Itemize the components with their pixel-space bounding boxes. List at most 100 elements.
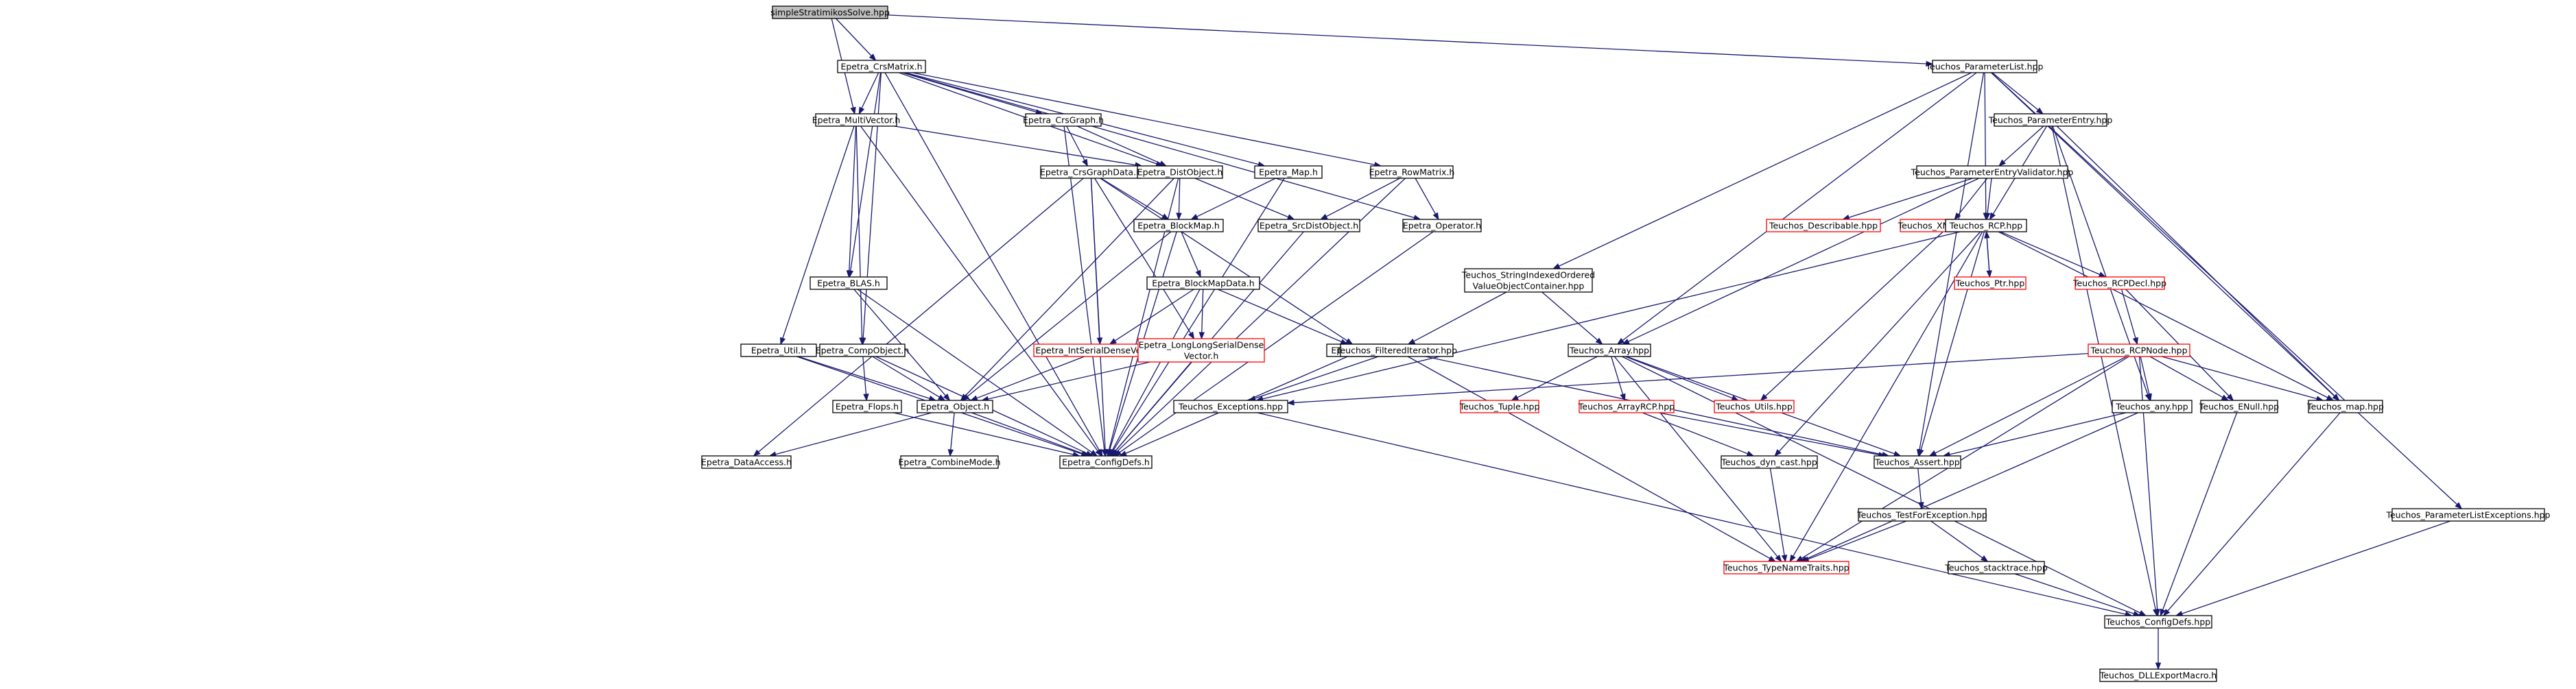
node-box: [1025, 113, 1102, 127]
arrowhead: [1768, 555, 1777, 562]
node-tmap[interactable]: Teuchos_map.hpp: [2306, 400, 2384, 413]
edge-tmap-to-configdefs_t: [2162, 412, 2341, 617]
node-crsmatrix[interactable]: Epetra_CrsMatrix.h: [837, 60, 926, 73]
edge-line: [1111, 289, 1201, 451]
arrowhead: [2226, 394, 2234, 401]
edge-line: [1949, 412, 2127, 455]
node-any[interactable]: Teuchos_any.hpp: [2112, 400, 2193, 413]
node-operator[interactable]: Epetra_Operator.h: [1402, 219, 1482, 232]
node-dllexport[interactable]: Teuchos_DLLExportMacro.h: [2099, 668, 2217, 682]
node-label: Teuchos_ParameterList.hpp: [1926, 62, 2044, 72]
edge-paramlist-to-stringindexed: [1552, 72, 1972, 269]
node-label: Epetra_CrsGraph.h: [1023, 115, 1104, 125]
arrowhead: [1984, 230, 1990, 239]
node-arrayrcp[interactable]: Teuchos_ArrayRCP.hpp: [1578, 400, 1675, 413]
edge-line: [1658, 412, 1880, 455]
edge-distobject-to-blockmap: [1176, 178, 1182, 221]
edge-blas-to-configdefs_e: [857, 289, 1098, 457]
arrowhead: [1918, 448, 1924, 457]
node-typenametraits[interactable]: Teuchos_TypeNameTraits.hpp: [1723, 561, 1850, 575]
node-stacktrace[interactable]: Teuchos_stacktrace.hpp: [1944, 561, 2048, 575]
node-array[interactable]: Teuchos_Array.hpp: [1568, 343, 1651, 357]
node-box: [1137, 338, 1265, 363]
node-crsgraphdata[interactable]: Epetra_CrsGraphData.h: [1040, 165, 1142, 179]
node-box: [2391, 508, 2545, 522]
edge-rcp-to-exceptions: [1255, 231, 1961, 402]
node-label: simpleStratimikosSolve.hpp: [770, 8, 890, 18]
arrowhead: [1089, 450, 1098, 457]
edge-line: [1642, 412, 1748, 455]
node-compobject[interactable]: Epetra_CompObject.h: [816, 343, 910, 357]
node-plexceptions[interactable]: Teuchos_ParameterListExceptions.hpp: [2385, 508, 2551, 522]
node-rcpdecl[interactable]: Teuchos_RCPDecl.hpp: [2072, 276, 2166, 290]
node-combinemode[interactable]: Epetra_CombineMode.h: [899, 455, 1001, 469]
node-label: Epetra_BlockMapData.h: [1152, 278, 1254, 289]
node-label: Teuchos_ParameterListExceptions.hpp: [2385, 510, 2550, 520]
node-rcpnode[interactable]: Teuchos_RCPNode.hpp: [2088, 343, 2190, 357]
node-label: Epetra_CombineMode.h: [899, 457, 1001, 468]
edge-stacktrace-to-configdefs_t: [2014, 573, 2141, 617]
node-map[interactable]: Epetra_Map.h: [1254, 165, 1323, 179]
node-flops[interactable]: Epetra_Flops.h: [832, 400, 902, 413]
node-distobject[interactable]: Epetra_DistObject.h: [1137, 165, 1223, 179]
node-box: [1916, 165, 2068, 179]
node-utils[interactable]: Teuchos_Utils.hpp: [1714, 400, 1795, 413]
node-rcp[interactable]: Teuchos_RCP.hpp: [1945, 219, 2027, 232]
node-paramlist[interactable]: Teuchos_ParameterList.hpp: [1926, 60, 2044, 73]
arrowhead: [2155, 662, 2162, 670]
edge-line: [893, 412, 1074, 455]
edge-line: [853, 289, 946, 396]
node-object[interactable]: Epetra_Object.h: [917, 400, 993, 413]
node-label: Teuchos_Describable.hpp: [1769, 221, 1878, 231]
node-stringindexed[interactable]: Teuchos_StringIndexedOrderedValueObjectC…: [1461, 268, 1595, 293]
edge-blockmapdata-to-intserial: [1109, 289, 1194, 345]
node-testforexc[interactable]: Teuchos_TestForException.hpp: [1856, 508, 1987, 522]
node-ptr[interactable]: Teuchos_Ptr.hpp: [1954, 276, 2026, 290]
node-describable[interactable]: Teuchos_Describable.hpp: [1766, 219, 1881, 232]
node-blas[interactable]: Epetra_BLAS.h: [810, 276, 888, 290]
edge-blockmap-to-blockmapdata: [1181, 231, 1201, 278]
node-box: [2075, 276, 2165, 290]
node-box: [1340, 343, 1454, 357]
node-label: Teuchos_ConfigDefs.hpp: [2105, 617, 2210, 627]
edge-line: [1621, 356, 2141, 614]
node-root[interactable]: simpleStratimikosSolve.hpp: [770, 5, 890, 19]
node-tuple[interactable]: Teuchos_Tuple.hpp: [1459, 400, 1540, 413]
node-label: Epetra_MultiVector.h: [812, 115, 901, 125]
node-srcdistobject[interactable]: Epetra_SrcDistObject.h: [1257, 219, 1360, 232]
node-dyncast[interactable]: Teuchos_dyn_cast.hpp: [1721, 455, 1818, 469]
node-assert[interactable]: Teuchos_Assert.hpp: [1874, 455, 1961, 469]
node-configdefs_t[interactable]: Teuchos_ConfigDefs.hpp: [2104, 615, 2212, 629]
edge-root-to-crsmatrix: [836, 18, 877, 61]
arrowhead: [1407, 338, 1416, 345]
arrowhead: [2138, 610, 2147, 616]
arrowhead: [1159, 160, 1168, 167]
node-rowmatrix[interactable]: Epetra_RowMatrix.h: [1369, 165, 1455, 179]
node-box: [815, 113, 897, 127]
edge-longlong-to-object: [981, 361, 1150, 402]
node-crsgraph[interactable]: Epetra_CrsGraph.h: [1023, 113, 1104, 127]
edge-multivector-to-blas: [846, 125, 857, 278]
edge-line: [1217, 289, 1342, 343]
node-exceptions[interactable]: Teuchos_Exceptions.hpp: [1173, 400, 1288, 413]
node-label: Epetra_Util.h: [751, 346, 806, 356]
node-intserial[interactable]: Epetra_IntSerialDenseVector.h: [1033, 343, 1168, 357]
edge-rcpnode-to-any: [2140, 356, 2152, 402]
node-filtered[interactable]: Teuchos_FilteredIterator.hpp: [1336, 343, 1457, 357]
node-entryvalidator[interactable]: Teuchos_ParameterEntryValidator.hpp: [1911, 165, 2074, 179]
node-paramentry[interactable]: Teuchos_ParameterEntry.hpp: [1988, 113, 2113, 127]
edge-line: [860, 125, 1098, 452]
edge-line: [1413, 291, 1507, 342]
arrowhead: [1595, 337, 1603, 345]
node-multivector[interactable]: Epetra_MultiVector.h: [812, 113, 901, 127]
node-configdefs_e[interactable]: Epetra_ConfigDefs.h: [1059, 455, 1153, 469]
arrowhead: [2132, 337, 2138, 346]
node-blockmapdata[interactable]: Epetra_BlockMapData.h: [1146, 276, 1260, 290]
node-blockmap[interactable]: Epetra_BlockMap.h: [1133, 219, 1224, 232]
node-util[interactable]: Epetra_Util.h: [740, 343, 817, 357]
arrowhead: [1082, 158, 1088, 167]
node-enull[interactable]: Teuchos_ENull.hpp: [2199, 400, 2279, 413]
node-dataaccess[interactable]: Epetra_DataAccess.h: [701, 455, 792, 469]
arrowhead: [1989, 212, 1996, 221]
